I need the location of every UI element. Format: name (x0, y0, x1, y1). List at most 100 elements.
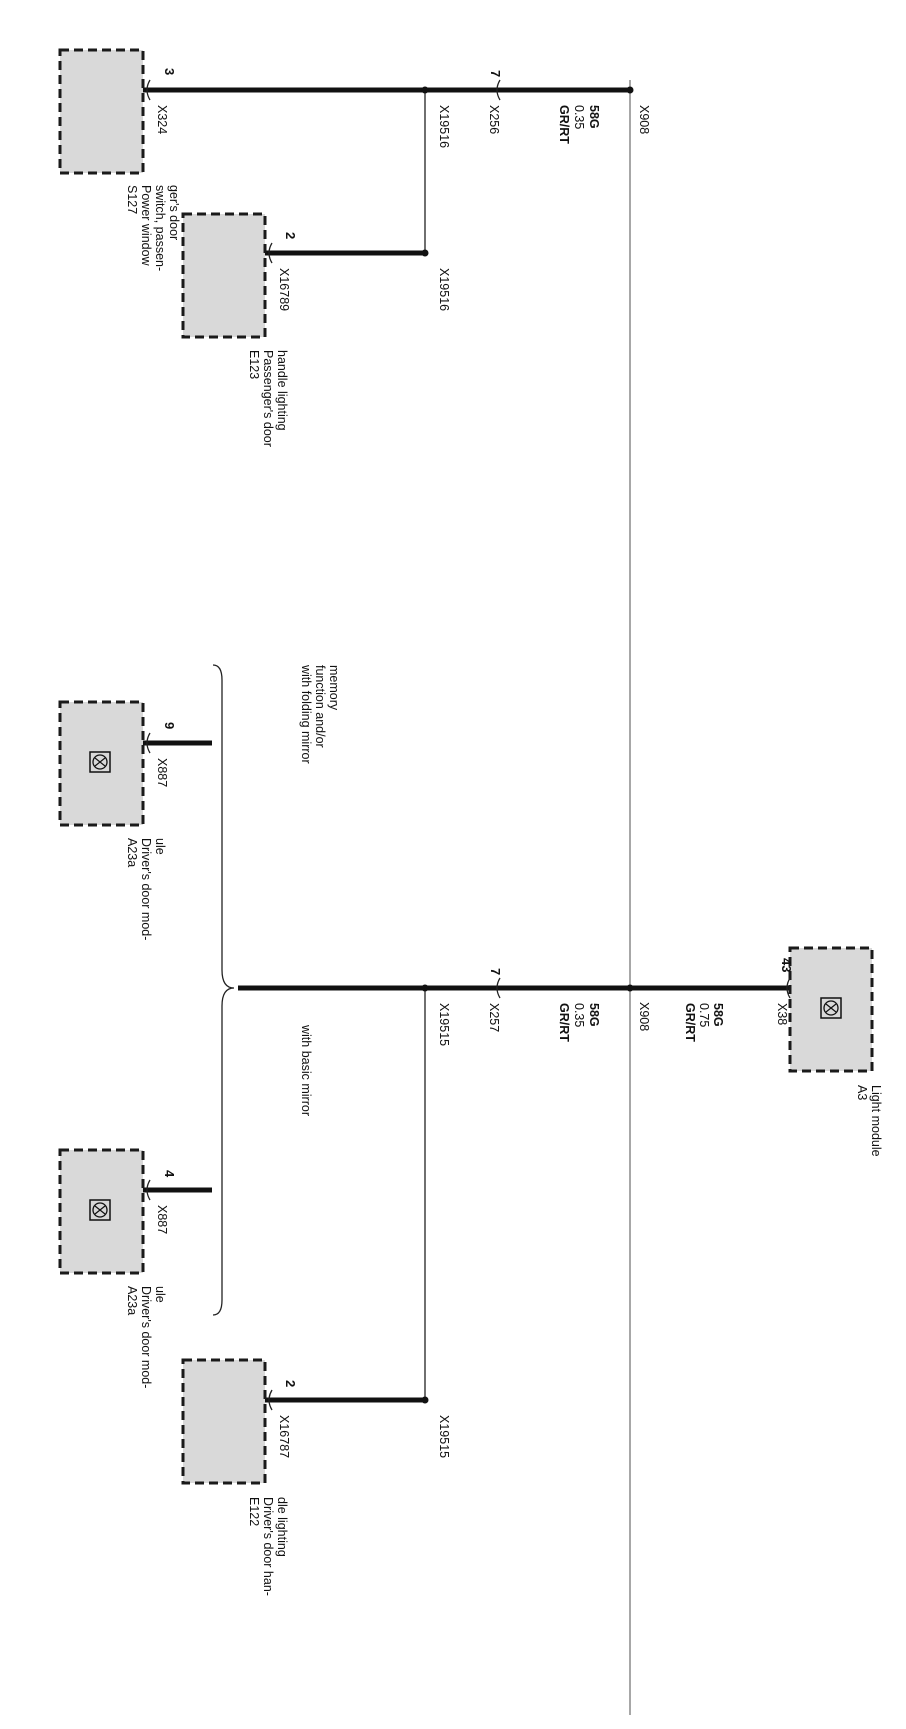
svg-text:X38: X38 (775, 1003, 789, 1025)
connector-x256-mark (496, 79, 501, 101)
component-e123 (181, 212, 267, 339)
svg-text:ule: ule (153, 838, 167, 855)
svg-text:memory: memory (327, 665, 341, 711)
s127-pin: 3 (162, 68, 177, 75)
svg-text:Passenger's door: Passenger's door (261, 350, 275, 447)
e123-connector: X16789 (277, 268, 291, 311)
svg-text:GR/RT: GR/RT (557, 105, 571, 144)
svg-text:GR/RT: GR/RT (683, 1003, 697, 1042)
svg-text:Power window: Power window (139, 185, 153, 267)
svg-text:X19515: X19515 (437, 1415, 451, 1458)
a23a-bottom-label: A23a Driver's door mod- ule (125, 1286, 167, 1388)
bus-label-top: X908 (637, 105, 651, 134)
svg-text:3: 3 (162, 68, 177, 75)
a23a-top-pin-mark (146, 732, 151, 754)
svg-text:Driver's door han-: Driver's door han- (261, 1497, 275, 1596)
x256-label: X256 (487, 105, 501, 134)
e122-pin: 2 (283, 1380, 298, 1387)
svg-text:S127: S127 (125, 185, 139, 214)
s127-pin-mark (146, 79, 151, 101)
svg-text:58G: 58G (587, 105, 601, 129)
svg-text:with folding mirror: with folding mirror (299, 664, 313, 764)
a3-label: A3 Light module (855, 1085, 883, 1157)
svg-text:58G: 58G (711, 1003, 725, 1027)
a3-pin: 43 (779, 958, 794, 972)
variant-folding-text: with folding mirror function and/or memo… (299, 664, 341, 764)
variant-brace (212, 664, 235, 1316)
a23a-bottom-pin: 4 (162, 1170, 177, 1178)
a23a-top-ecu-icon (89, 751, 111, 773)
svg-text:0.35: 0.35 (572, 105, 586, 129)
svg-text:ule: ule (153, 1286, 167, 1303)
svg-text:A3: A3 (855, 1085, 869, 1100)
svg-text:2: 2 (283, 1380, 298, 1387)
svg-text:GR/RT: GR/RT (557, 1003, 571, 1042)
svg-text:0.35: 0.35 (572, 1003, 586, 1027)
a23a-top-label: A23a Driver's door mod- ule (125, 838, 167, 940)
splice-label-x19515-b: X19515 (437, 1415, 451, 1458)
splice-label-x19515-a: X19515 (437, 1003, 451, 1046)
svg-text:X16787: X16787 (277, 1415, 291, 1458)
e123-pin: 2 (283, 232, 298, 239)
x257-label: X257 (487, 1003, 501, 1032)
svg-text:7: 7 (488, 968, 503, 975)
e122-pin-mark (268, 1389, 273, 1411)
a23a-top-pin: 9 (162, 722, 177, 729)
svg-text:58G: 58G (587, 1003, 601, 1027)
a23a-bottom-pin-mark (146, 1179, 151, 1201)
passenger-wire-gauge: 0.35 (572, 105, 586, 129)
s127-connector: X324 (155, 105, 169, 134)
svg-text:with basic mirror: with basic mirror (299, 1024, 313, 1116)
svg-text:9: 9 (162, 722, 177, 729)
svg-text:X257: X257 (487, 1003, 501, 1032)
light-wire-color: GR/RT (683, 1003, 697, 1042)
splice-label-x19516-a: X19516 (437, 105, 451, 148)
svg-text:E122: E122 (247, 1497, 261, 1526)
svg-text:X908: X908 (637, 105, 651, 134)
a3-connector: X38 (775, 1003, 789, 1025)
svg-text:4: 4 (162, 1170, 177, 1178)
connector-x257-mark (496, 977, 501, 999)
svg-text:switch, passen-: switch, passen- (153, 185, 167, 271)
svg-text:43: 43 (779, 958, 794, 972)
svg-text:ger's door: ger's door (167, 185, 181, 240)
svg-text:X908: X908 (637, 1002, 651, 1031)
svg-text:X887: X887 (155, 1205, 169, 1234)
svg-text:X19515: X19515 (437, 1003, 451, 1046)
component-a3 (788, 946, 874, 1073)
a23a-bottom-connector: X887 (155, 1205, 169, 1234)
svg-text:X19516: X19516 (437, 268, 451, 311)
e123-label: E123 Passenger's door handle lighting (247, 350, 289, 447)
svg-text:handle lighting: handle lighting (275, 350, 289, 431)
svg-text:X256: X256 (487, 105, 501, 134)
passenger-wire-color: GR/RT (557, 105, 571, 144)
svg-text:X19516: X19516 (437, 105, 451, 148)
e122-label: E122 Driver's door han- dle lighting (247, 1497, 289, 1596)
e122-connector: X16787 (277, 1415, 291, 1458)
svg-text:A23a: A23a (125, 838, 139, 867)
x256-pin: 7 (488, 70, 503, 77)
splice-dot-x19516-a (421, 86, 429, 94)
svg-text:X887: X887 (155, 758, 169, 787)
x257-pin: 7 (488, 968, 503, 975)
passenger-wire-signal: 58G (587, 105, 601, 129)
a23a-bottom-ecu-icon (89, 1199, 111, 1221)
svg-text:X324: X324 (155, 105, 169, 134)
s127-label: S127 Power window switch, passen- ger's … (125, 185, 181, 271)
svg-text:Driver's door mod-: Driver's door mod- (139, 1286, 153, 1388)
a3-pin-mark (786, 977, 791, 999)
e123-pin-mark (268, 242, 273, 264)
splice-label-x19516-b: X19516 (437, 268, 451, 311)
light-wire-signal: 58G (711, 1003, 725, 1027)
svg-text:0.75: 0.75 (697, 1003, 711, 1027)
svg-text:2: 2 (283, 232, 298, 239)
svg-text:X16789: X16789 (277, 268, 291, 311)
svg-text:dle lighting: dle lighting (275, 1497, 289, 1557)
svg-text:Light module: Light module (869, 1085, 883, 1157)
svg-text:function and/or: function and/or (313, 665, 327, 748)
variant-basic-text: with basic mirror (299, 1024, 313, 1116)
svg-text:Driver's door mod-: Driver's door mod- (139, 838, 153, 940)
driver-wire-gauge: 0.35 (572, 1003, 586, 1027)
component-s127 (58, 48, 145, 175)
